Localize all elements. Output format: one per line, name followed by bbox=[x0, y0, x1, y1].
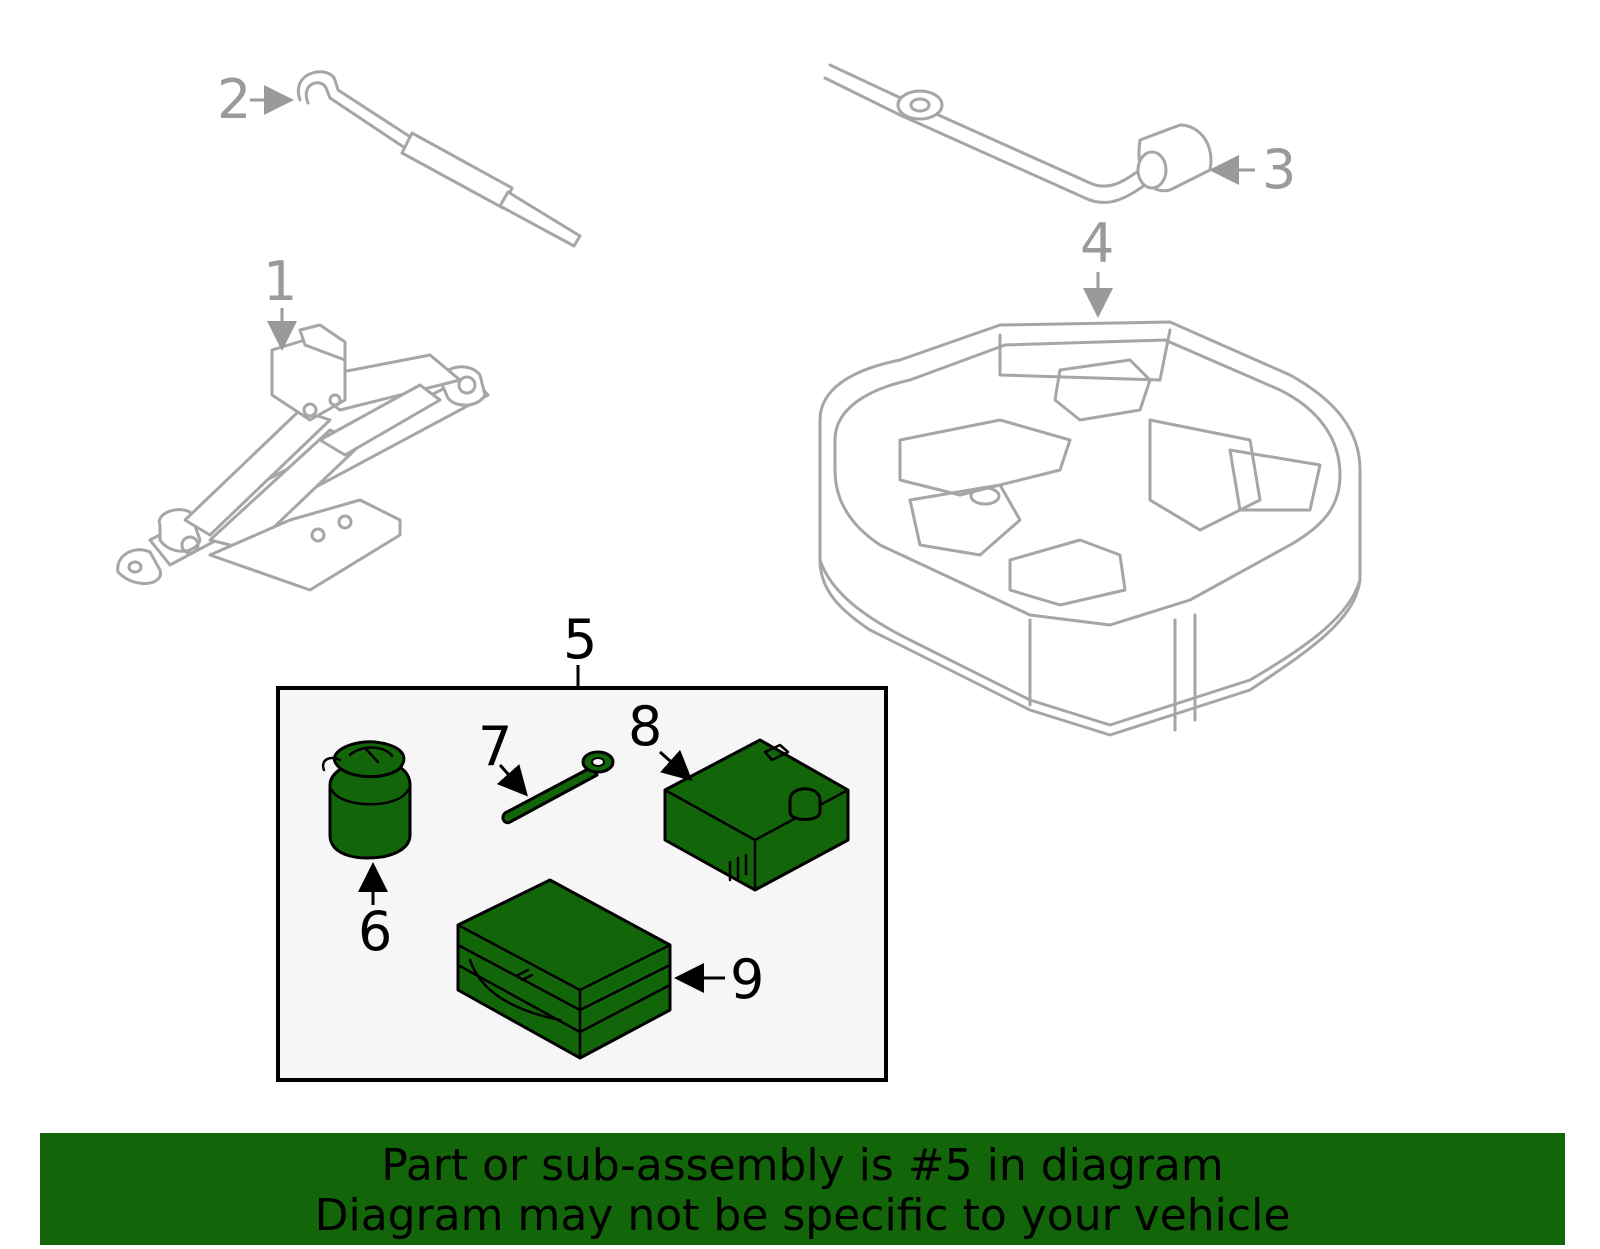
banner-line-2: Diagram may not be specific to your vehi… bbox=[314, 1190, 1291, 1241]
callout-7: 7 bbox=[478, 715, 528, 797]
part-3-lug-wrench[interactable] bbox=[823, 63, 1213, 204]
part-7-valve-tool[interactable] bbox=[501, 750, 615, 825]
banner-line-1: Part or sub-assembly is #5 in diagram bbox=[381, 1140, 1224, 1191]
info-banner: Part or sub-assembly is #5 in diagram Di… bbox=[40, 1133, 1565, 1245]
callout-4-label: 4 bbox=[1080, 212, 1114, 275]
callout-8: 8 bbox=[628, 695, 693, 781]
callout-5-label: 5 bbox=[563, 608, 597, 671]
part-1-scissor-jack[interactable] bbox=[116, 323, 490, 592]
callout-1-label: 1 bbox=[263, 250, 297, 313]
callout-7-label: 7 bbox=[478, 715, 512, 778]
callout-8-label: 8 bbox=[628, 695, 662, 758]
part-9-carry-case[interactable] bbox=[456, 878, 672, 1060]
callout-3: 3 bbox=[1209, 138, 1296, 201]
callout-5: 5 bbox=[563, 608, 597, 688]
callout-2: 2 bbox=[217, 68, 294, 131]
callout-9: 9 bbox=[674, 948, 764, 1011]
callout-3-label: 3 bbox=[1262, 138, 1296, 201]
callout-4: 4 bbox=[1080, 212, 1114, 318]
callout-2-label: 2 bbox=[217, 68, 251, 131]
part-4-storage-tray[interactable] bbox=[818, 320, 1362, 737]
callout-6: 6 bbox=[358, 862, 392, 963]
callout-6-label: 6 bbox=[358, 900, 392, 963]
part-8-compressor[interactable] bbox=[663, 738, 850, 892]
callout-1: 1 bbox=[263, 250, 297, 351]
part-6-sealant-bottle[interactable] bbox=[321, 740, 412, 860]
callout-9-label: 9 bbox=[730, 948, 764, 1011]
part-2-jack-handle[interactable] bbox=[296, 70, 582, 248]
